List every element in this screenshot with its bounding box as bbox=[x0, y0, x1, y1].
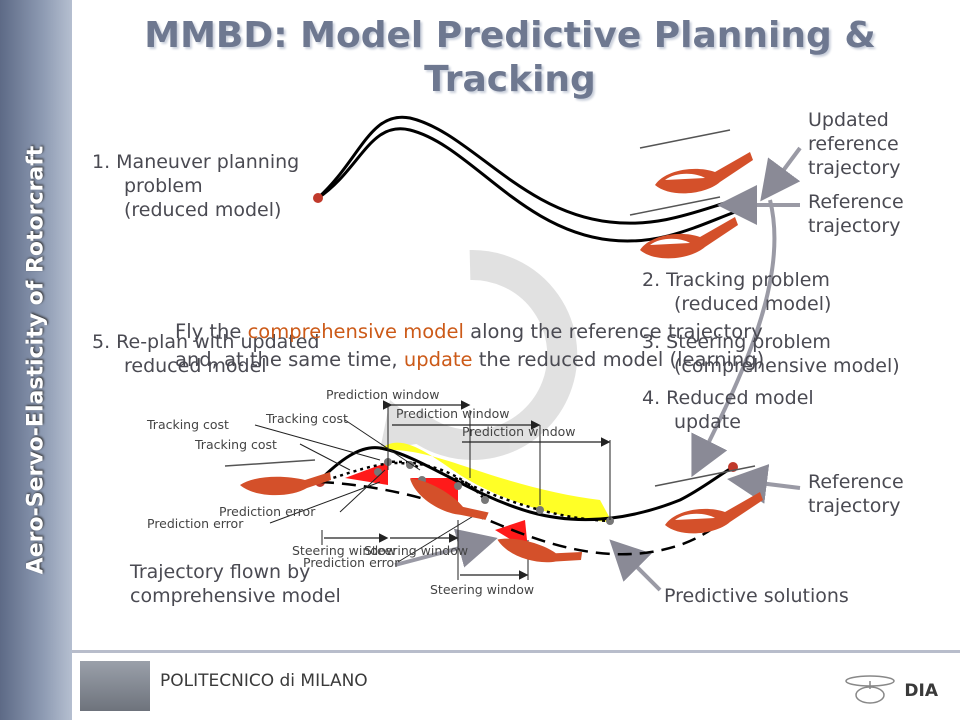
step-5-line1: 5. Re-plan with updated bbox=[92, 331, 320, 353]
prediction-window-label-2: Prediction window bbox=[396, 406, 510, 421]
predictive-solution-1 bbox=[319, 461, 421, 484]
slide-title-line1: MMBD: Model Predictive Planning & bbox=[144, 15, 876, 56]
slide-title: MMBD: Model Predictive Planning & Tracki… bbox=[100, 14, 920, 102]
trajectory-flown-label: Trajectory flown by comprehensive model bbox=[130, 560, 341, 608]
helicopter-icon-right bbox=[654, 465, 763, 534]
prediction-error-region-1 bbox=[345, 462, 388, 485]
overlay-line1: Fly the comprehensive model along the re… bbox=[175, 320, 763, 343]
flown-line2: comprehensive model bbox=[130, 585, 341, 607]
footer: POLITECNICO di MILANO DIA bbox=[72, 650, 960, 723]
slide-title-line2: Tracking bbox=[424, 59, 596, 100]
prediction-error-label-2: Prediction error bbox=[147, 516, 244, 531]
predictive-solutions-label: Predictive solutions bbox=[664, 585, 849, 607]
step-3-line1: 3. Steering problem bbox=[642, 331, 831, 353]
overlay-line2-b: the reduced model (learning) bbox=[472, 348, 765, 371]
helicopter-icon-top-reference bbox=[629, 196, 738, 259]
step-1-line2: problem bbox=[124, 175, 203, 197]
tracking-cost-label-3: Tracking cost bbox=[195, 437, 277, 452]
leader-lines bbox=[254, 419, 481, 563]
flown-line1: Trajectory flown by bbox=[130, 561, 311, 583]
arrow-predictive-solutions bbox=[609, 539, 662, 592]
helicopter-logo-icon bbox=[845, 675, 896, 704]
step-3-label: 3. Steering problem (comprehensive model… bbox=[642, 330, 900, 378]
university-building-logo bbox=[80, 661, 150, 711]
arrow-to-ref-bottom bbox=[727, 464, 801, 504]
footer-dia-text: DIA bbox=[904, 681, 938, 701]
footer-institution: POLITECNICO di MILANO bbox=[160, 671, 368, 691]
step-4-line2: update bbox=[674, 411, 741, 433]
ref-top-line2: trajectory bbox=[808, 215, 901, 237]
prediction-error-label-3: Prediction error bbox=[303, 555, 400, 570]
trajectory-flown-dashed bbox=[319, 480, 731, 556]
footer-department: DIA bbox=[842, 671, 938, 711]
step-2-label: 2. Tracking problem (reduced model) bbox=[642, 268, 831, 316]
overlay-highlight-comprehensive: comprehensive model bbox=[247, 320, 464, 343]
reference-trajectory-bottom-label: Reference trajectory bbox=[808, 470, 904, 518]
overlay-line2: and, at the same time, update the reduce… bbox=[175, 348, 764, 371]
window-markers bbox=[321, 405, 611, 580]
steering-window-label-3: Steering window bbox=[430, 582, 535, 597]
ref-bottom-line1: Reference bbox=[808, 471, 904, 493]
arrow-to-updated-ref bbox=[760, 146, 802, 202]
helicopter-icon-top-updated bbox=[639, 129, 753, 194]
step-5-label: 5. Re-plan with updated reduced model bbox=[92, 330, 319, 378]
step-1-label: 1. Maneuver planning problem (reduced mo… bbox=[92, 150, 299, 222]
ref-top-line1: Reference bbox=[808, 191, 904, 213]
predictive-solution-2 bbox=[384, 460, 486, 501]
updated-ref-line3: trajectory bbox=[808, 157, 901, 179]
prediction-window-label-3: Prediction window bbox=[462, 424, 576, 439]
tracking-cost-label-2: Tracking cost bbox=[266, 411, 348, 426]
step-1-line1: 1. Maneuver planning bbox=[92, 151, 300, 173]
reference-trajectory-top-label: Reference trajectory bbox=[808, 190, 904, 238]
tracking-cost-region bbox=[380, 442, 612, 522]
updated-reference-trajectory-label: Updated reference trajectory bbox=[808, 108, 900, 180]
updated-ref-line1: Updated bbox=[808, 109, 889, 131]
reference-trajectory-bottom bbox=[316, 446, 734, 522]
overlay-line2-a: and, at the same time, bbox=[175, 348, 404, 371]
step-2-line1: 2. Tracking problem bbox=[642, 269, 830, 291]
step-4-line1: 4. Reduced model bbox=[642, 387, 814, 409]
step-1-line3: (reduced model) bbox=[124, 199, 282, 221]
step-4-label: 4. Reduced model update bbox=[642, 386, 814, 434]
steering-window-label-2: Steering window bbox=[364, 543, 469, 558]
updated-ref-line2: reference bbox=[808, 133, 899, 155]
sidebar: Aero-Servo-Elasticity of Rotorcraft bbox=[0, 0, 72, 720]
start-point-top bbox=[313, 193, 323, 203]
tracking-cost-label-1: Tracking cost bbox=[147, 417, 229, 432]
steering-window-label-1: Steering window bbox=[292, 543, 397, 558]
updated-reference-trajectory-top bbox=[316, 115, 736, 225]
helicopter-icon-low bbox=[497, 538, 583, 563]
prediction-window-label-1: Prediction window bbox=[326, 387, 440, 402]
ref-bottom-line2: trajectory bbox=[808, 495, 901, 517]
arrow-trajectory-flown bbox=[394, 528, 498, 568]
overlay-line1-a: Fly the bbox=[175, 320, 248, 343]
step-2-line2: (reduced model) bbox=[674, 293, 832, 315]
step-3-line2: (comprehensive model) bbox=[674, 355, 900, 377]
step-5-line2: reduced model bbox=[124, 355, 267, 377]
overlay-highlight-update: update bbox=[403, 348, 473, 371]
prediction-error-label-1: Prediction error bbox=[219, 504, 316, 519]
overlay-line1-b: along the reference trajectory bbox=[463, 320, 763, 343]
helicopter-icon-mid bbox=[410, 478, 489, 520]
update-loop-arrow bbox=[691, 199, 777, 478]
helicopter-icon-left bbox=[224, 459, 331, 496]
